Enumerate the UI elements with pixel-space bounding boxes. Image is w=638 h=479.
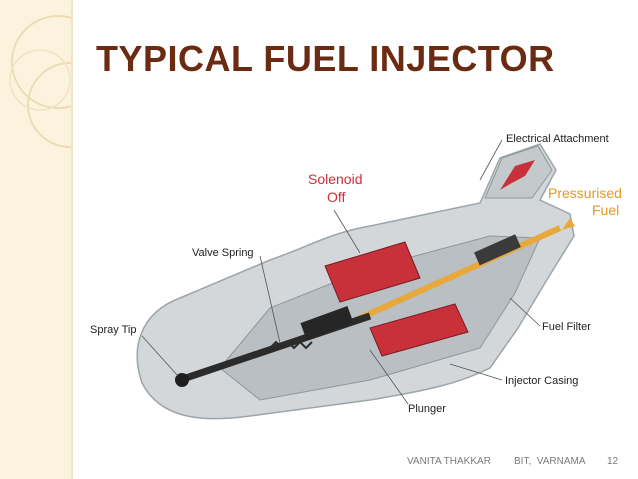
sidebar-divider — [71, 0, 73, 479]
label-valve-spring: Valve Spring — [192, 247, 254, 259]
decorative-sidebar — [0, 0, 71, 479]
valve-spring-shape — [269, 340, 313, 350]
leader-solenoid — [333, 209, 361, 254]
footer-author: VANITA THAKKAR — [407, 456, 491, 467]
spray-tip-shape — [175, 373, 189, 387]
label-solenoid-line1: Solenoid — [308, 171, 363, 187]
connector-wire — [500, 160, 535, 190]
label-injector-casing: Injector Casing — [505, 375, 578, 387]
leader-valve-spring — [259, 255, 281, 344]
leader-spray-tip — [141, 335, 179, 377]
leader-electrical — [479, 139, 503, 181]
fuel-filter-shape — [474, 234, 521, 266]
leader-fuel-filter — [509, 297, 541, 327]
label-plunger: Plunger — [408, 403, 446, 415]
label-spray-tip: Spray Tip — [90, 324, 136, 336]
fuel-arrow — [562, 218, 575, 230]
label-fuel-filter: Fuel Filter — [542, 321, 591, 333]
fuel-injector-diagram: Electrical Attachment Solenoid Off Press… — [90, 133, 622, 420]
page-number: 12 — [607, 456, 619, 467]
leader-plunger — [369, 349, 409, 405]
label-pressurised-line2: Fuel — [592, 202, 619, 218]
plunger-block — [300, 305, 354, 341]
inner-housing-shape — [219, 235, 541, 401]
slide-title: TYPICAL FUEL INJECTOR — [96, 38, 555, 79]
solenoid-lower — [369, 303, 469, 357]
footer-institute: BIT, VARNAMA — [514, 456, 586, 467]
label-pressurised-line1: Pressurised — [548, 185, 622, 201]
label-solenoid-line2: Off — [327, 189, 346, 205]
solenoid-upper — [324, 241, 421, 303]
sidebar-ornament — [9, 15, 71, 148]
fuel-line — [358, 225, 562, 321]
leader-casing — [449, 363, 503, 381]
label-electrical-attachment: Electrical Attachment — [506, 133, 609, 145]
